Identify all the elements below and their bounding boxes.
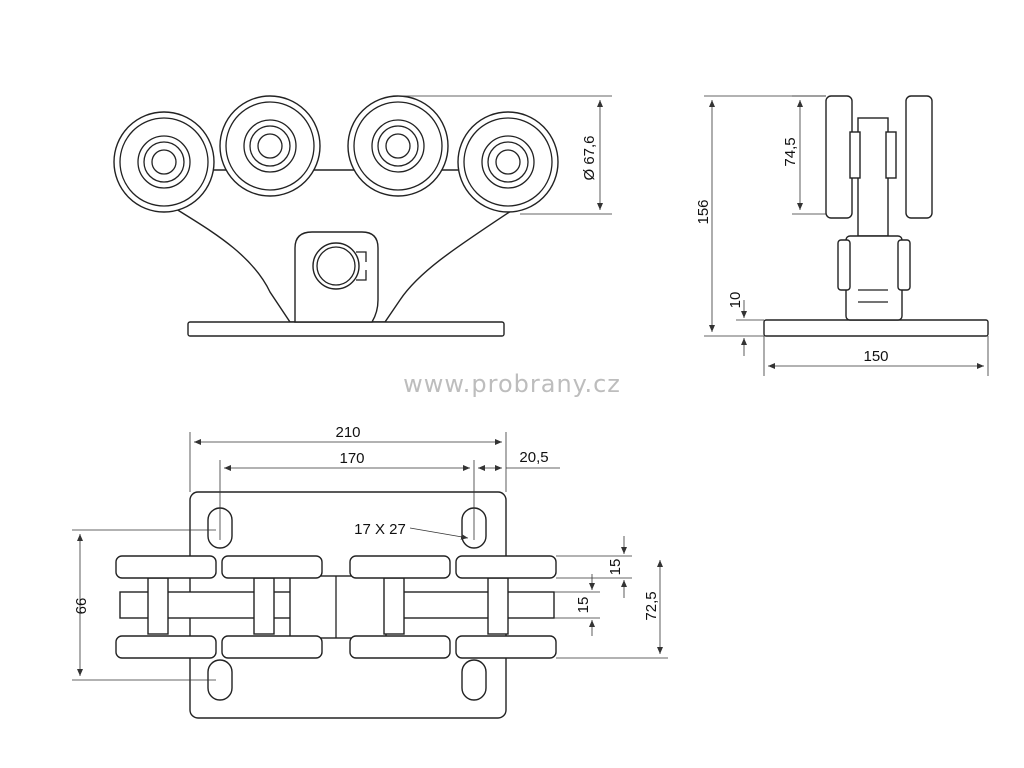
dim-axle-width-label: 15 bbox=[575, 597, 592, 614]
dim-plate-thickness: 10 bbox=[727, 292, 764, 356]
front-wheel-2 bbox=[219, 95, 321, 197]
dim-height-wheels-label: 74,5 bbox=[782, 137, 799, 166]
dim-edge-offset: 20,5 bbox=[478, 449, 560, 471]
dim-height-wheels: 74,5 bbox=[782, 95, 826, 215]
plan-slot-4 bbox=[461, 659, 487, 701]
dim-plate-width: 150 bbox=[763, 336, 989, 376]
side-view: 156 74,5 10 150 bbox=[695, 95, 989, 376]
dim-span-outer-label: 99 bbox=[72, 598, 89, 615]
dim-slot-callout-label: 17 X 27 bbox=[354, 521, 406, 538]
dim-length-total-label: 210 bbox=[335, 424, 360, 441]
plan-wheel-top-4 bbox=[455, 555, 557, 579]
dim-span-inner: 72,5 bbox=[556, 560, 668, 659]
plan-wheel-bottom-2 bbox=[221, 635, 323, 659]
front-wheel-3 bbox=[347, 95, 449, 197]
dim-edge-offset-label: 20,5 bbox=[519, 449, 548, 466]
dim-hole-spacing: 170 bbox=[219, 450, 475, 540]
dim-span-inner-label: 72,5 bbox=[643, 591, 660, 620]
plan-wheel-top-2 bbox=[221, 555, 323, 579]
dim-wheel-diameter: Ø 67,6 bbox=[398, 95, 612, 215]
dim-plate-thickness-label: 10 bbox=[727, 292, 744, 309]
front-wheel-1 bbox=[113, 111, 215, 213]
front-pin bbox=[312, 242, 360, 290]
plan-wheel-top-3 bbox=[349, 555, 451, 579]
dim-plate-width-label: 150 bbox=[863, 348, 888, 365]
dim-height-total-label: 156 bbox=[695, 199, 712, 224]
dim-length-total: 210 bbox=[189, 424, 507, 492]
plan-wheel-bottom-1 bbox=[115, 635, 217, 659]
front-wheel-4 bbox=[457, 111, 559, 213]
side-wheel-left bbox=[825, 95, 853, 219]
dim-wheel-width-label: 15 bbox=[607, 559, 624, 576]
plan-view: 210 170 20,5 17 X 27 99 bbox=[72, 424, 668, 719]
dim-height-total: 156 bbox=[695, 95, 826, 337]
dim-wheel-width: 15 bbox=[556, 536, 632, 598]
dim-wheel-diameter-label: Ø 67,6 bbox=[581, 135, 598, 180]
side-wheel-right bbox=[905, 95, 933, 219]
dim-slot-callout: 17 X 27 bbox=[354, 521, 469, 540]
dim-axle-width: 15 bbox=[554, 574, 600, 636]
dim-span-outer: 99 bbox=[72, 529, 216, 681]
side-body-upper bbox=[857, 117, 889, 237]
side-base-plate bbox=[763, 319, 989, 337]
dim-hole-spacing-label: 170 bbox=[339, 450, 364, 467]
watermark: www.probrany.cz bbox=[403, 370, 621, 398]
front-base-plate bbox=[187, 321, 505, 337]
plan-wheel-bottom-4 bbox=[455, 635, 557, 659]
plan-wheel-bottom-3 bbox=[349, 635, 451, 659]
plan-wheel-top-1 bbox=[115, 555, 217, 579]
front-view: Ø 67,6 bbox=[113, 95, 612, 337]
side-body-lower bbox=[845, 235, 903, 321]
